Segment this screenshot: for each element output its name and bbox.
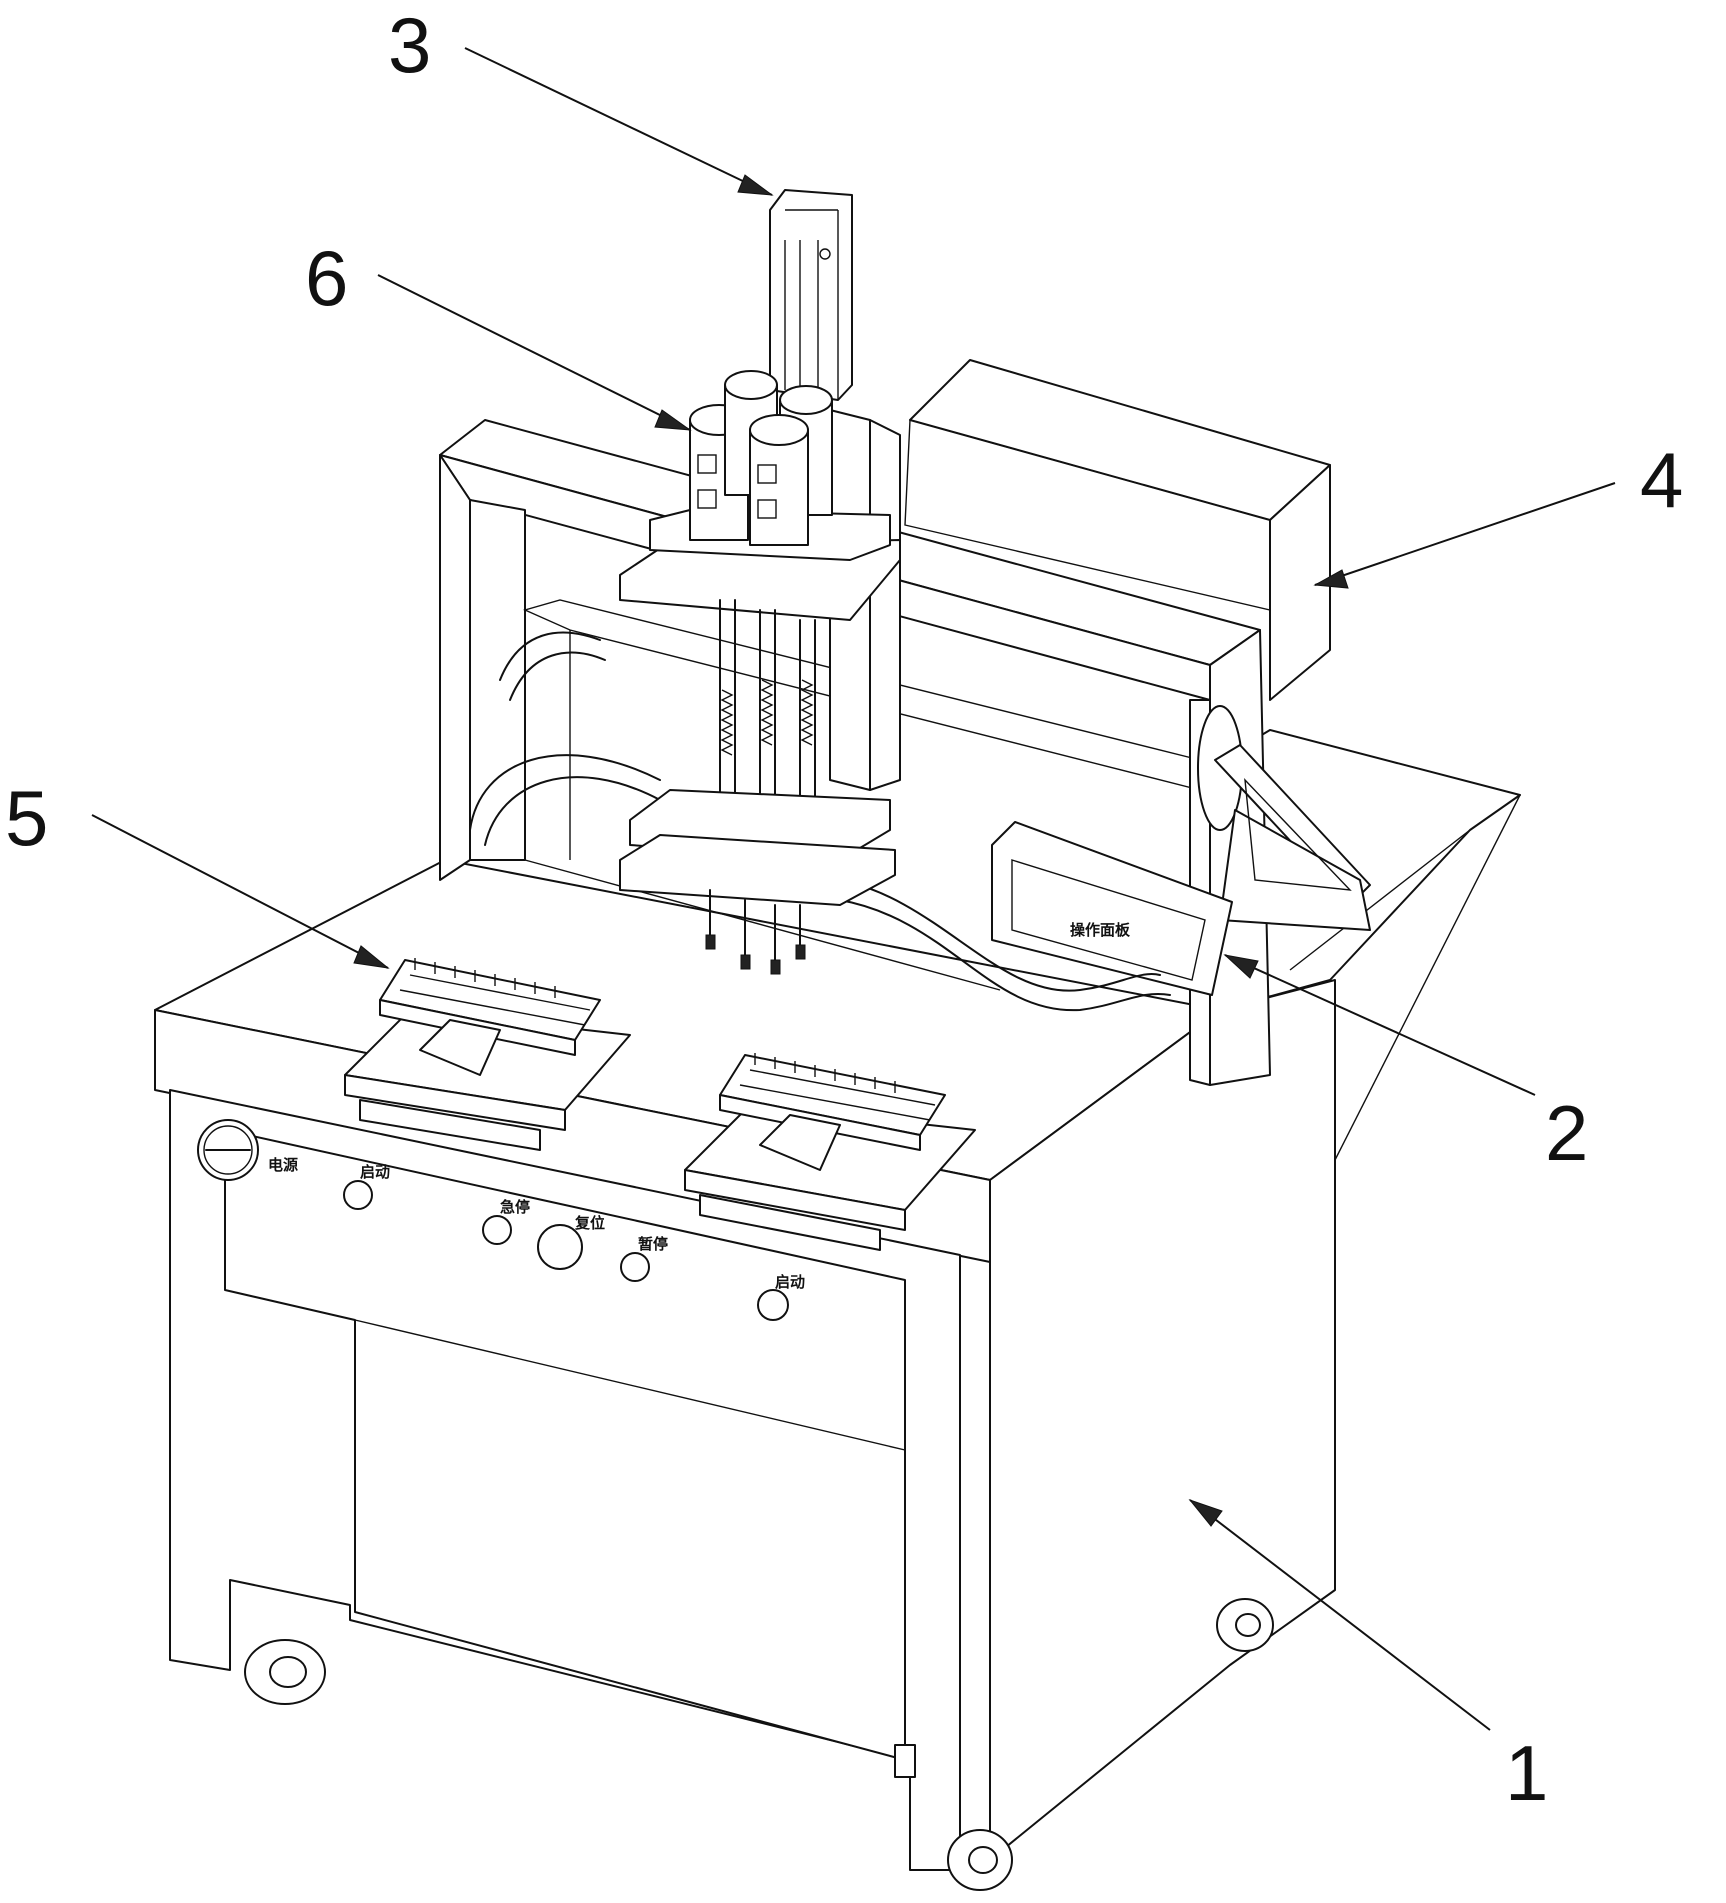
callout-3: 3 xyxy=(388,1,772,195)
button-b-label: 复位 xyxy=(574,1214,605,1232)
callout-3-label: 3 xyxy=(388,1,431,89)
button-a-label: 急停 xyxy=(500,1198,530,1216)
caster-front-left xyxy=(245,1640,325,1704)
callout-2-label: 2 xyxy=(1545,1089,1588,1177)
base-cabinet xyxy=(155,860,1335,1890)
callout-4: 4 xyxy=(1315,436,1683,588)
caster-back-right xyxy=(1217,1599,1273,1651)
button-c-label: 暂停 xyxy=(638,1235,668,1253)
callout-5-label: 5 xyxy=(5,774,48,862)
callout-1-label: 1 xyxy=(1505,1729,1548,1817)
start-button-left-label: 启动 xyxy=(360,1163,390,1181)
callout-6: 6 xyxy=(305,234,690,430)
callout-4-label: 4 xyxy=(1640,436,1683,524)
caster-front-right xyxy=(948,1830,1012,1890)
callout-5: 5 xyxy=(5,774,388,968)
motor-4 xyxy=(750,415,808,545)
callout-6-label: 6 xyxy=(305,234,348,322)
touch-screen-label: 操作面板 xyxy=(1070,921,1131,939)
power-switch-label: 电源 xyxy=(268,1156,298,1174)
screwdriver-head xyxy=(620,190,900,974)
start-button-right-label: 启动 xyxy=(775,1273,805,1291)
